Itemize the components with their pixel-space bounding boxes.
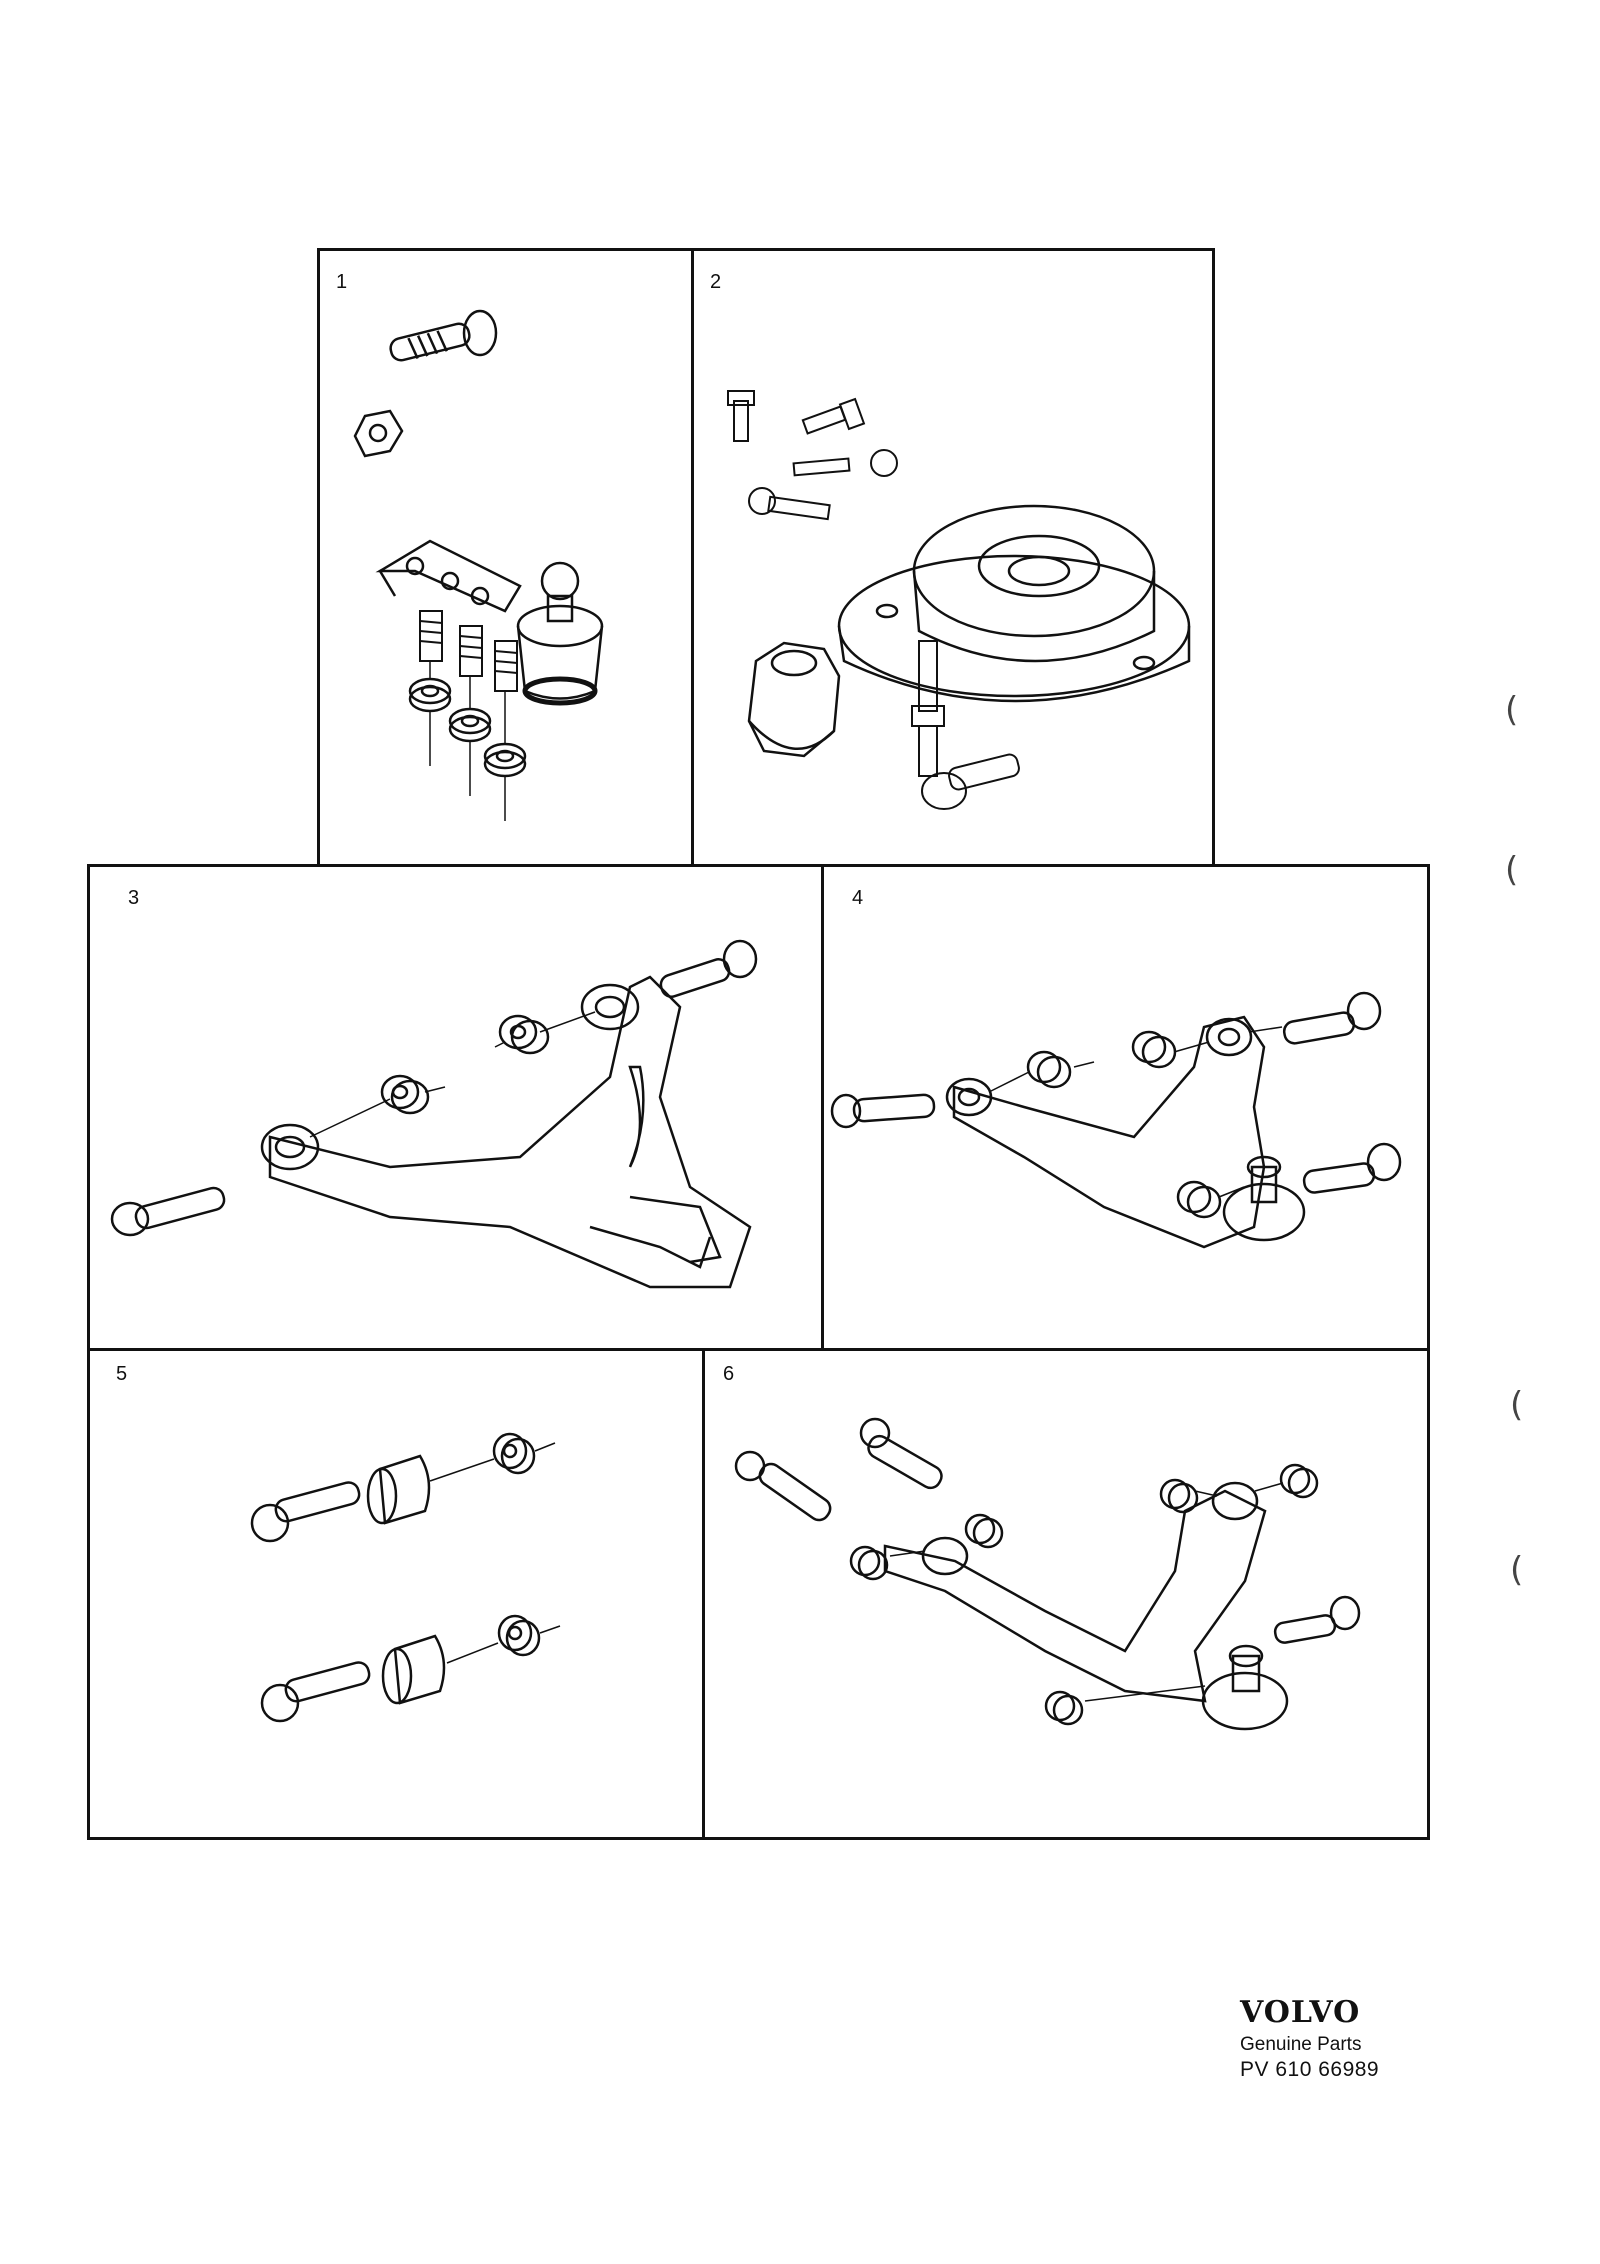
nut-icons bbox=[408, 677, 527, 778]
panel-4: 4 bbox=[821, 864, 1430, 1354]
panel-6: 6 bbox=[702, 1348, 1430, 1840]
margin-mark: ( bbox=[1505, 690, 1519, 730]
control-arm-icon bbox=[260, 975, 752, 1289]
bolt-icons bbox=[830, 991, 1402, 1194]
panel-5: 5 bbox=[87, 1348, 707, 1840]
strut-mount-icon bbox=[837, 504, 1191, 703]
nut-icon bbox=[747, 641, 841, 758]
panel-1: 1 bbox=[317, 248, 694, 870]
margin-mark: ( bbox=[1510, 1550, 1524, 1590]
brand-logo: VOLVO bbox=[1240, 1995, 1361, 2030]
strut-mount-kit-drawing bbox=[727, 390, 1191, 810]
margin-mark: ( bbox=[1505, 850, 1519, 890]
control-arm-drawing bbox=[110, 939, 758, 1289]
panel-number: 3 bbox=[128, 887, 140, 909]
bolt-icons bbox=[727, 390, 898, 521]
nut-icon bbox=[353, 409, 404, 458]
bushing-icons bbox=[366, 1454, 446, 1705]
nut-icons bbox=[380, 1014, 550, 1115]
part-code: PV 610 66989 bbox=[1240, 2058, 1380, 2081]
ball-joint-icon bbox=[1222, 1155, 1306, 1242]
footer: VOLVO Genuine Parts PV 610 66989 bbox=[1240, 1995, 1400, 2082]
panel-number: 4 bbox=[852, 887, 864, 909]
panel-3: 3 bbox=[87, 864, 827, 1354]
nut-icons bbox=[1026, 1030, 1222, 1219]
control-arm-icon bbox=[883, 1481, 1267, 1703]
control-arm-icon bbox=[945, 1015, 1266, 1249]
bolt-icons bbox=[110, 939, 758, 1237]
panel-2: 2 bbox=[691, 248, 1215, 870]
bracket-icon bbox=[375, 539, 522, 613]
stud-icons bbox=[911, 640, 1020, 810]
panel-number: 6 bbox=[723, 1363, 735, 1385]
ball-joint-icon bbox=[516, 561, 604, 706]
stud-icons bbox=[419, 610, 518, 692]
control-arm-with-ball-joint-drawing bbox=[830, 991, 1402, 1249]
bolt-icons bbox=[250, 1481, 371, 1723]
complete-control-arm-kit-drawing bbox=[734, 1417, 1361, 1731]
nut-icons bbox=[492, 1432, 541, 1657]
panel-number: 2 bbox=[710, 271, 722, 293]
ball-joint-icon bbox=[1201, 1644, 1289, 1731]
panel-number: 1 bbox=[336, 271, 348, 293]
margin-mark: ( bbox=[1510, 1385, 1524, 1425]
bolt-icon bbox=[389, 309, 498, 362]
nut-icons bbox=[849, 1463, 1319, 1726]
ball-joint-kit-drawing bbox=[353, 309, 604, 821]
brand-subtitle: Genuine Parts bbox=[1240, 2034, 1362, 2055]
panel-number: 5 bbox=[116, 1363, 128, 1385]
bushing-kit-drawing bbox=[250, 1432, 561, 1723]
bolt-icons bbox=[734, 1417, 1361, 1644]
